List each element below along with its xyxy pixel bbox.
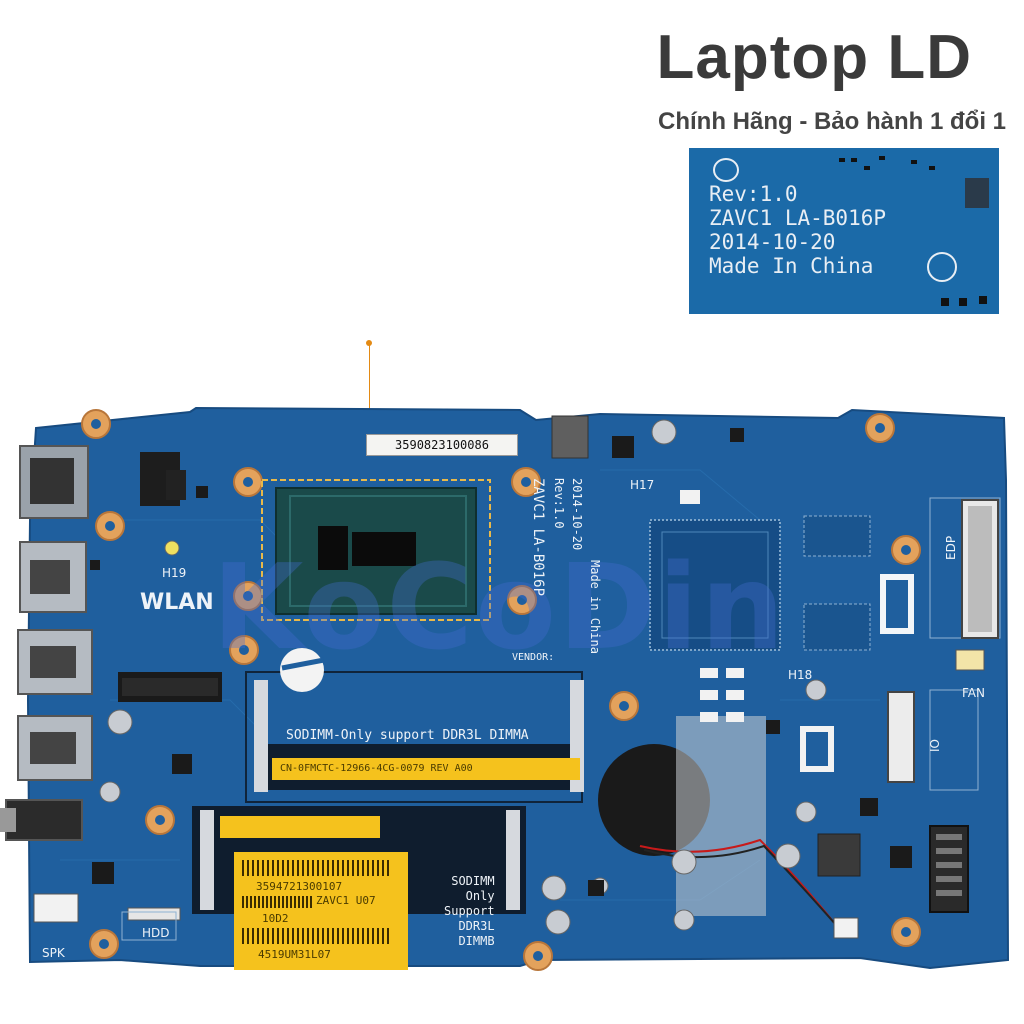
e1-logo-icon [713, 158, 739, 182]
label-io: IO [928, 739, 942, 752]
dimma-label: SODIMM-Only support DDR3L DIMMA [286, 728, 529, 743]
silk-board-date: 2014-10-20 [570, 478, 584, 550]
board-label-closeup: Rev:1.0 ZAVC1 LA-B016P 2014-10-20 Made I… [689, 148, 999, 314]
dimmb-sticker: 3594721300107 ZAVC1 U07 10D2 4519UM31L07 [234, 852, 408, 970]
silk-made-text: Made in China [588, 560, 602, 654]
inset-line-rev: Rev:1.0 [709, 182, 798, 206]
inset-line-date: 2014-10-20 [709, 230, 836, 254]
label-h18: H18 [788, 668, 813, 682]
header-subtitle: Chính Hãng - Bảo hành 1 đổi 1 [658, 108, 1006, 135]
serial-sticker: 3590823100086 [366, 434, 518, 456]
label-h19: H19 [162, 566, 187, 580]
silk-vendor: VENDOR: [512, 652, 555, 663]
inset-components [839, 156, 989, 306]
silk-board-rev: Rev:1.0 [552, 478, 566, 529]
dimma-sticker: CN-0FMCTC-12966-4CG-0079 REV A00 [272, 758, 580, 780]
silk-board-made: Made in China [588, 560, 602, 654]
silk-board-model: ZAVC1 LA-B016P [530, 478, 546, 597]
left-ports [0, 445, 93, 841]
inset-line-model: ZAVC1 LA-B016P [709, 206, 887, 230]
label-edp: EDP [944, 535, 958, 560]
sticker-barcode-3 [242, 928, 392, 944]
dimmb-line-3: Support [444, 904, 495, 918]
header-title: Laptop LD [656, 23, 972, 92]
sticker-rev: 10D2 [262, 912, 289, 925]
dimmb-small-sticker [220, 816, 380, 838]
inset-line-made: Made In China [709, 254, 874, 278]
sticker-part: ZAVC1 U07 [316, 894, 376, 907]
label-fan: FAN [962, 686, 985, 700]
dimmb-line-5: DIMMB [458, 934, 495, 948]
sticker-barcode-1 [242, 860, 392, 876]
label-hdd: HDD [142, 926, 170, 940]
sticker-barcode-2 [242, 896, 312, 908]
orange-pointer-dot [366, 340, 372, 346]
sticker-serial: 3594721300107 [256, 880, 343, 893]
silk-rev-text: Rev:1.0 [552, 478, 566, 529]
dimmb-line-2: Only [465, 889, 495, 903]
lead-free-icon [927, 252, 957, 282]
label-spk: SPK [42, 946, 65, 960]
watermark-text: KoCoDin [212, 538, 787, 676]
sticker-lot: 4519UM31L07 [258, 948, 331, 961]
silk-date-text: 2014-10-20 [570, 478, 584, 551]
board-label-text: Rev:1.0 ZAVC1 LA-B016P 2014-10-20 Made I… [709, 182, 886, 278]
label-wlan: WLAN [140, 590, 214, 615]
dimmb-line-4: DDR3L [458, 919, 495, 933]
dimmb-label: SODIMM Only Support DDR3L DIMMB [444, 874, 495, 949]
label-h17: H17 [630, 478, 655, 492]
silk-board-id: ZAVC1 LA-B016P [530, 478, 546, 596]
dimmb-line-1: SODIMM [451, 874, 495, 888]
